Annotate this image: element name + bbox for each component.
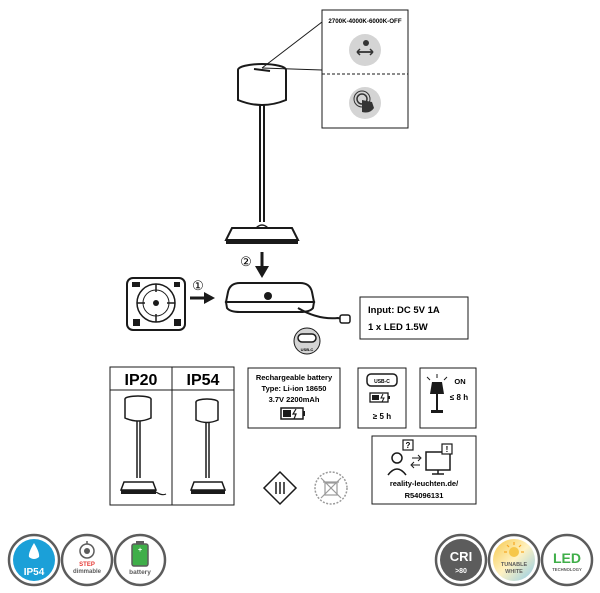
callout-line — [261, 21, 323, 69]
runtime-time-text: ≤ 8 h — [450, 393, 468, 402]
battery-title: Rechargeable battery — [256, 373, 333, 382]
battery-type: Type: Li-ion 18650 — [262, 384, 327, 393]
ip54-label: IP54 — [187, 372, 220, 389]
led-technology-badge: LED TECHNOLOGY — [540, 533, 594, 587]
cri-value-text: >80 — [455, 568, 467, 575]
runtime-box: ON ≤ 8 h — [419, 367, 477, 429]
charging-time-box: USB-C ≥ 5 h — [357, 367, 407, 429]
usb-c-connector-label: USB-C — [301, 347, 314, 352]
website-box: ? ! reality-leuchten.de/ R54096131 — [371, 435, 477, 505]
charging-base-illustration — [224, 282, 351, 324]
svg-text:!: ! — [446, 445, 449, 454]
article-code: R54096131 — [405, 491, 444, 500]
svg-text:+: + — [138, 547, 142, 554]
step-text: STEP — [79, 562, 95, 568]
lamp-top-illustration — [224, 63, 300, 244]
tunable-text: TUNABLE — [501, 562, 528, 568]
battery-charging-icon — [280, 407, 305, 420]
ip20-label: IP20 — [125, 372, 158, 389]
swipe-touch-icon — [349, 34, 381, 66]
power-input-text: Input: DC 5V 1A — [368, 305, 440, 316]
sun-rays-icon — [504, 542, 524, 557]
led-text: LED — [553, 550, 581, 566]
battery-icon: + — [131, 541, 149, 567]
battery-badge-text: battery — [129, 569, 151, 576]
led-spec-text: 1 x LED 1.5W — [368, 322, 428, 333]
water-drop-icon — [28, 543, 40, 559]
callout-line — [261, 67, 323, 71]
usb-c-port-icon — [366, 373, 398, 387]
battery-charging-icon — [369, 392, 390, 403]
technology-text: TECHNOLOGY — [552, 567, 582, 572]
step-one-label: ① — [192, 278, 204, 293]
power-spec-box: Input: DC 5V 1A 1 x LED 1.5W — [359, 296, 469, 340]
cri-badge: CRI >80 — [434, 533, 488, 587]
online-help-icon: ? ! — [387, 439, 453, 476]
tap-touch-icon — [349, 87, 381, 119]
charging-usb-label: USB-C — [374, 379, 390, 385]
step-dimmable-badge: STEP dimmable — [60, 533, 114, 587]
right-arrow-icon — [190, 292, 215, 304]
ip54-lamp-illustration — [189, 398, 227, 494]
white-text: WHITE — [505, 569, 523, 575]
mode-sequence-label: 2700K-4000K-6000K-OFF — [328, 18, 401, 25]
charging-time-text: ≥ 5 h — [373, 412, 391, 421]
lamp-on-icon — [426, 374, 448, 413]
battery-badge: + battery — [113, 533, 167, 587]
battery-spec: 3.7V 2200mAh — [269, 395, 320, 404]
class-iii-symbol-icon — [262, 470, 298, 506]
usb-c-connector-callout: USB-C — [293, 327, 321, 355]
base-underside-illustration — [126, 277, 186, 331]
mode-panel: 2700K-4000K-6000K-OFF — [321, 9, 409, 129]
dimmable-text: dimmable — [73, 569, 102, 575]
step-two-label: ② — [240, 254, 252, 269]
ip54-badge-text: IP54 — [24, 567, 45, 578]
cri-text: CRI — [450, 549, 472, 564]
ip20-lamp-illustration — [119, 395, 167, 496]
svg-text:?: ? — [406, 441, 411, 450]
runtime-on-label: ON — [454, 377, 465, 386]
down-arrow-icon — [255, 252, 269, 278]
battery-info-box: Rechargeable battery Type: Li-ion 18650 … — [247, 367, 341, 429]
website-url: reality-leuchten.de/ — [390, 479, 459, 488]
ip54-badge: IP54 — [7, 533, 61, 587]
dimmer-knob-icon — [79, 541, 95, 559]
no-waste-disposal-icon — [314, 471, 348, 505]
tunable-white-badge: TUNABLE WHITE — [487, 533, 541, 587]
